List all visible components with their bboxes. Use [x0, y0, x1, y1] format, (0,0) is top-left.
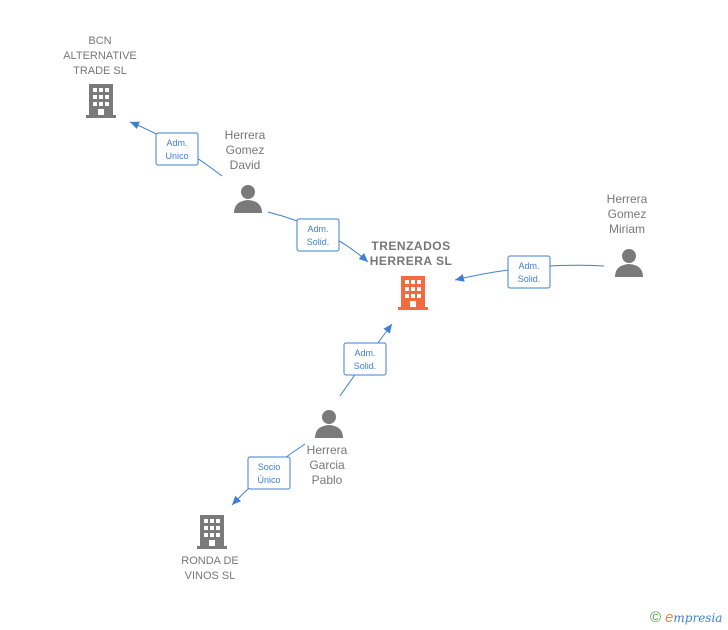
edge-label-line: Único [257, 475, 280, 485]
company-label-bcn[interactable]: BCN ALTERNATIVE TRADE SL [63, 35, 137, 77]
edge-label-badge: Adm. Solid. [507, 255, 551, 289]
person-label-pablo[interactable]: Herrera Garcia Pablo [306, 443, 348, 487]
edge-label-badge: Adm. Solid. [343, 342, 387, 376]
copyright-symbol: © [650, 609, 662, 626]
edge-label-line: Solid. [354, 361, 377, 371]
edge-label-line: Socio [258, 462, 281, 472]
person-icon[interactable] [615, 249, 643, 277]
brand-initial: e [665, 609, 674, 626]
edge-label-line: Solid. [307, 237, 330, 247]
building-icon[interactable] [197, 515, 227, 549]
edge-label-badge: Socio Único [247, 456, 291, 490]
building-icon-main[interactable] [398, 276, 428, 310]
person-label-miriam[interactable]: Herrera Gomez Miriam [606, 192, 648, 236]
person-icon[interactable] [315, 410, 343, 438]
company-label-trenzados[interactable]: TRENZADOS HERRERA SL [369, 239, 453, 268]
edge-label-line: Solid. [518, 274, 541, 284]
edge-label-line: Unico [165, 151, 188, 161]
building-icon[interactable] [86, 84, 116, 118]
edge-label-line: Adm. [307, 224, 328, 234]
brand-watermark: ©empresia [650, 609, 722, 626]
brand-name: mpresia [673, 611, 723, 625]
edge-label-line: Adm. [354, 348, 375, 358]
person-icon[interactable] [234, 185, 262, 213]
person-label-david[interactable]: Herrera Gomez David [224, 128, 266, 172]
edge-label-line: Adm. [166, 138, 187, 148]
company-label-ronda[interactable]: RONDA DE VINOS SL [181, 555, 239, 582]
edge-label-badge: Adm. Solid. [296, 218, 340, 252]
edge-label-badge: Adm. Unico [155, 132, 199, 166]
edge-label-line: Adm. [518, 261, 539, 271]
